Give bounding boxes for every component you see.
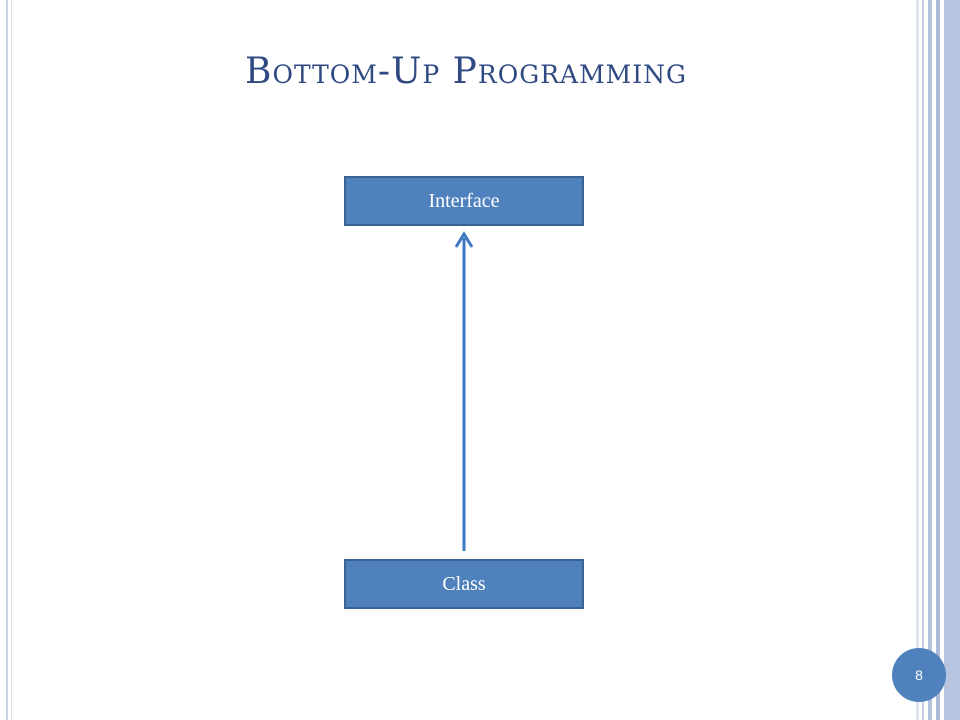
class-node-label: Class — [442, 572, 486, 595]
interface-node[interactable]: Interface — [344, 176, 584, 226]
title-space — [440, 51, 452, 92]
title-letter: P — [452, 51, 478, 92]
arrow-head — [454, 231, 474, 248]
title-letters: OTTOM — [272, 60, 378, 89]
stripe — [936, 0, 940, 720]
stripe — [922, 0, 924, 720]
title-hyphen: - — [377, 51, 392, 92]
class-node[interactable]: Class — [344, 559, 584, 609]
title-letter: U — [391, 51, 423, 92]
title-letters: ROGRAMMING — [477, 60, 687, 89]
page-number: 8 — [915, 667, 923, 683]
left-border-line-inner — [11, 0, 12, 720]
left-border-line — [6, 0, 8, 720]
title-letter: B — [245, 51, 273, 92]
stripe — [944, 0, 960, 720]
stripe — [916, 0, 919, 720]
slide-title: BOTTOM-UP PROGRAMMING — [0, 50, 932, 97]
right-decorative-stripes — [916, 0, 960, 720]
interface-node-label: Interface — [428, 189, 500, 212]
stripe — [928, 0, 932, 720]
page-number-badge: 8 — [892, 648, 946, 702]
title-letters: P — [422, 60, 441, 89]
